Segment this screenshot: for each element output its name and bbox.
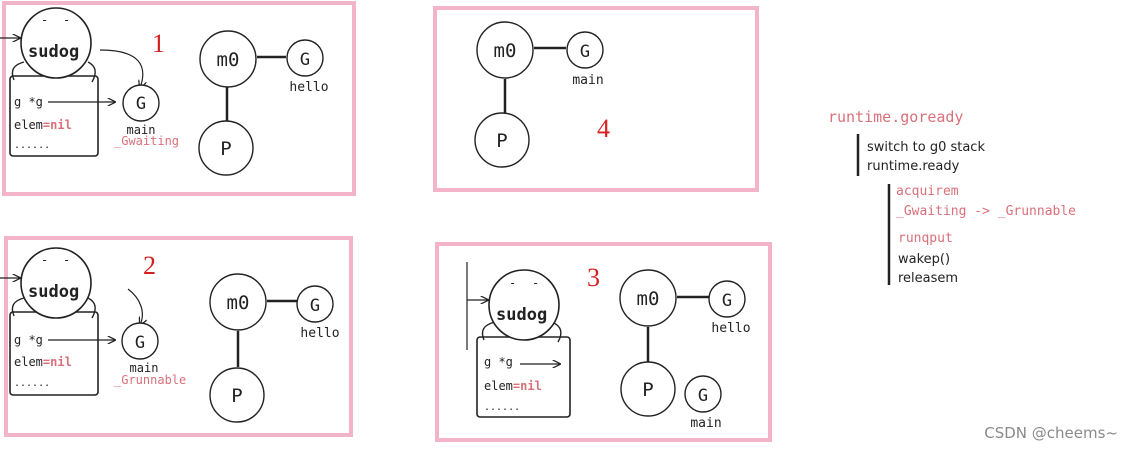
svg-text:G: G <box>135 333 145 353</box>
svg-text:m0: m0 <box>217 49 240 71</box>
sudog-head <box>20 247 92 319</box>
svg-text:P: P <box>220 138 231 160</box>
step-number: 3 <box>587 263 600 292</box>
call-tree-title: runtime.goready <box>828 108 963 126</box>
svg-text:m0: m0 <box>494 40 517 62</box>
p-node <box>620 361 676 417</box>
svg-text:P: P <box>496 130 507 152</box>
g-hello-node <box>708 280 746 318</box>
step-number: 4 <box>597 114 610 143</box>
panel-3: - - sudog g *g elem=nil ...... 3 m0 G he… <box>466 262 751 431</box>
panel-1: - - sudog g *g elem=nil ...... G main _G… <box>0 7 329 176</box>
ellipsis: ...... <box>14 140 50 151</box>
svg-text:G: G <box>580 42 590 62</box>
svg-text:P: P <box>642 379 653 401</box>
svg-text:-: - <box>532 276 539 290</box>
m0-node <box>476 21 534 79</box>
p-node <box>198 120 254 176</box>
elem-field: elem=nil <box>14 355 72 369</box>
p-node <box>474 112 530 168</box>
call-tree-item: wakep() <box>898 252 950 267</box>
svg-text:-: - <box>41 253 48 267</box>
watermark: CSDN @cheems~ <box>984 424 1118 442</box>
call-tree: runtime.goready switch to g0 stack runti… <box>828 108 1076 286</box>
step-number: 2 <box>143 251 156 280</box>
g-main-label: main <box>127 123 156 137</box>
call-tree-item: runqput <box>898 231 953 246</box>
svg-text:G: G <box>300 50 310 70</box>
sudog-head <box>488 269 560 341</box>
m0-node <box>619 269 677 327</box>
elem-field: elem=nil <box>14 118 72 132</box>
g-field: g *g <box>484 355 513 369</box>
g-main-label: main <box>130 361 159 375</box>
sudog-label: sudog <box>28 42 79 62</box>
sudog-label: sudog <box>496 305 547 325</box>
g-hello-label: hello <box>300 326 339 341</box>
svg-text:P: P <box>231 385 242 407</box>
svg-text:-: - <box>63 253 70 267</box>
svg-text:G: G <box>136 94 146 114</box>
call-tree-item: runtime.ready <box>867 159 960 174</box>
g-main-label: main <box>690 416 721 431</box>
g-field: g *g <box>14 95 43 109</box>
svg-text:-: - <box>41 13 48 27</box>
elem-field: elem=nil <box>484 379 542 393</box>
g-state: _Grunnable <box>114 373 186 387</box>
panel-2: - - sudog g *g elem=nil ...... G main _G… <box>0 247 340 423</box>
call-tree-item: acquirem <box>896 184 959 199</box>
panel-4-frame <box>433 6 759 192</box>
m0-node <box>209 273 267 331</box>
svg-text:-: - <box>509 276 516 290</box>
g-main-label: main <box>572 73 603 88</box>
g-hello-label: hello <box>289 80 328 95</box>
g-main-node <box>122 84 160 122</box>
svg-text:m0: m0 <box>637 288 660 310</box>
svg-text:G: G <box>722 291 732 311</box>
g-main-node <box>121 322 159 360</box>
g-state: _Gwaiting <box>114 134 179 148</box>
call-tree-item: releasem <box>898 271 958 286</box>
g-field: g *g <box>14 333 43 347</box>
call-tree-item: switch to g0 stack <box>867 140 985 155</box>
g-main-node <box>684 375 722 413</box>
sudog-head <box>20 7 92 79</box>
g-hello-label: hello <box>711 321 750 336</box>
panel-3-frame <box>435 242 772 442</box>
call-tree-item: _Gwaiting -> _Grunnable <box>896 204 1076 219</box>
g-hello-node <box>286 39 324 77</box>
svg-text:-: - <box>63 13 70 27</box>
sudog-label: sudog <box>28 282 79 302</box>
p-node <box>209 367 265 423</box>
g-main-node <box>566 31 604 69</box>
ellipsis: ...... <box>14 378 50 389</box>
svg-text:G: G <box>698 386 708 406</box>
panel-1-frame <box>2 1 356 196</box>
step-number: 1 <box>152 29 165 58</box>
ellipsis: ...... <box>484 402 520 413</box>
svg-text:m0: m0 <box>227 292 250 314</box>
panel-2-frame <box>4 236 353 437</box>
g-hello-node <box>296 285 334 323</box>
svg-text:G: G <box>310 296 320 316</box>
panel-4: m0 G main P 4 <box>474 21 610 168</box>
